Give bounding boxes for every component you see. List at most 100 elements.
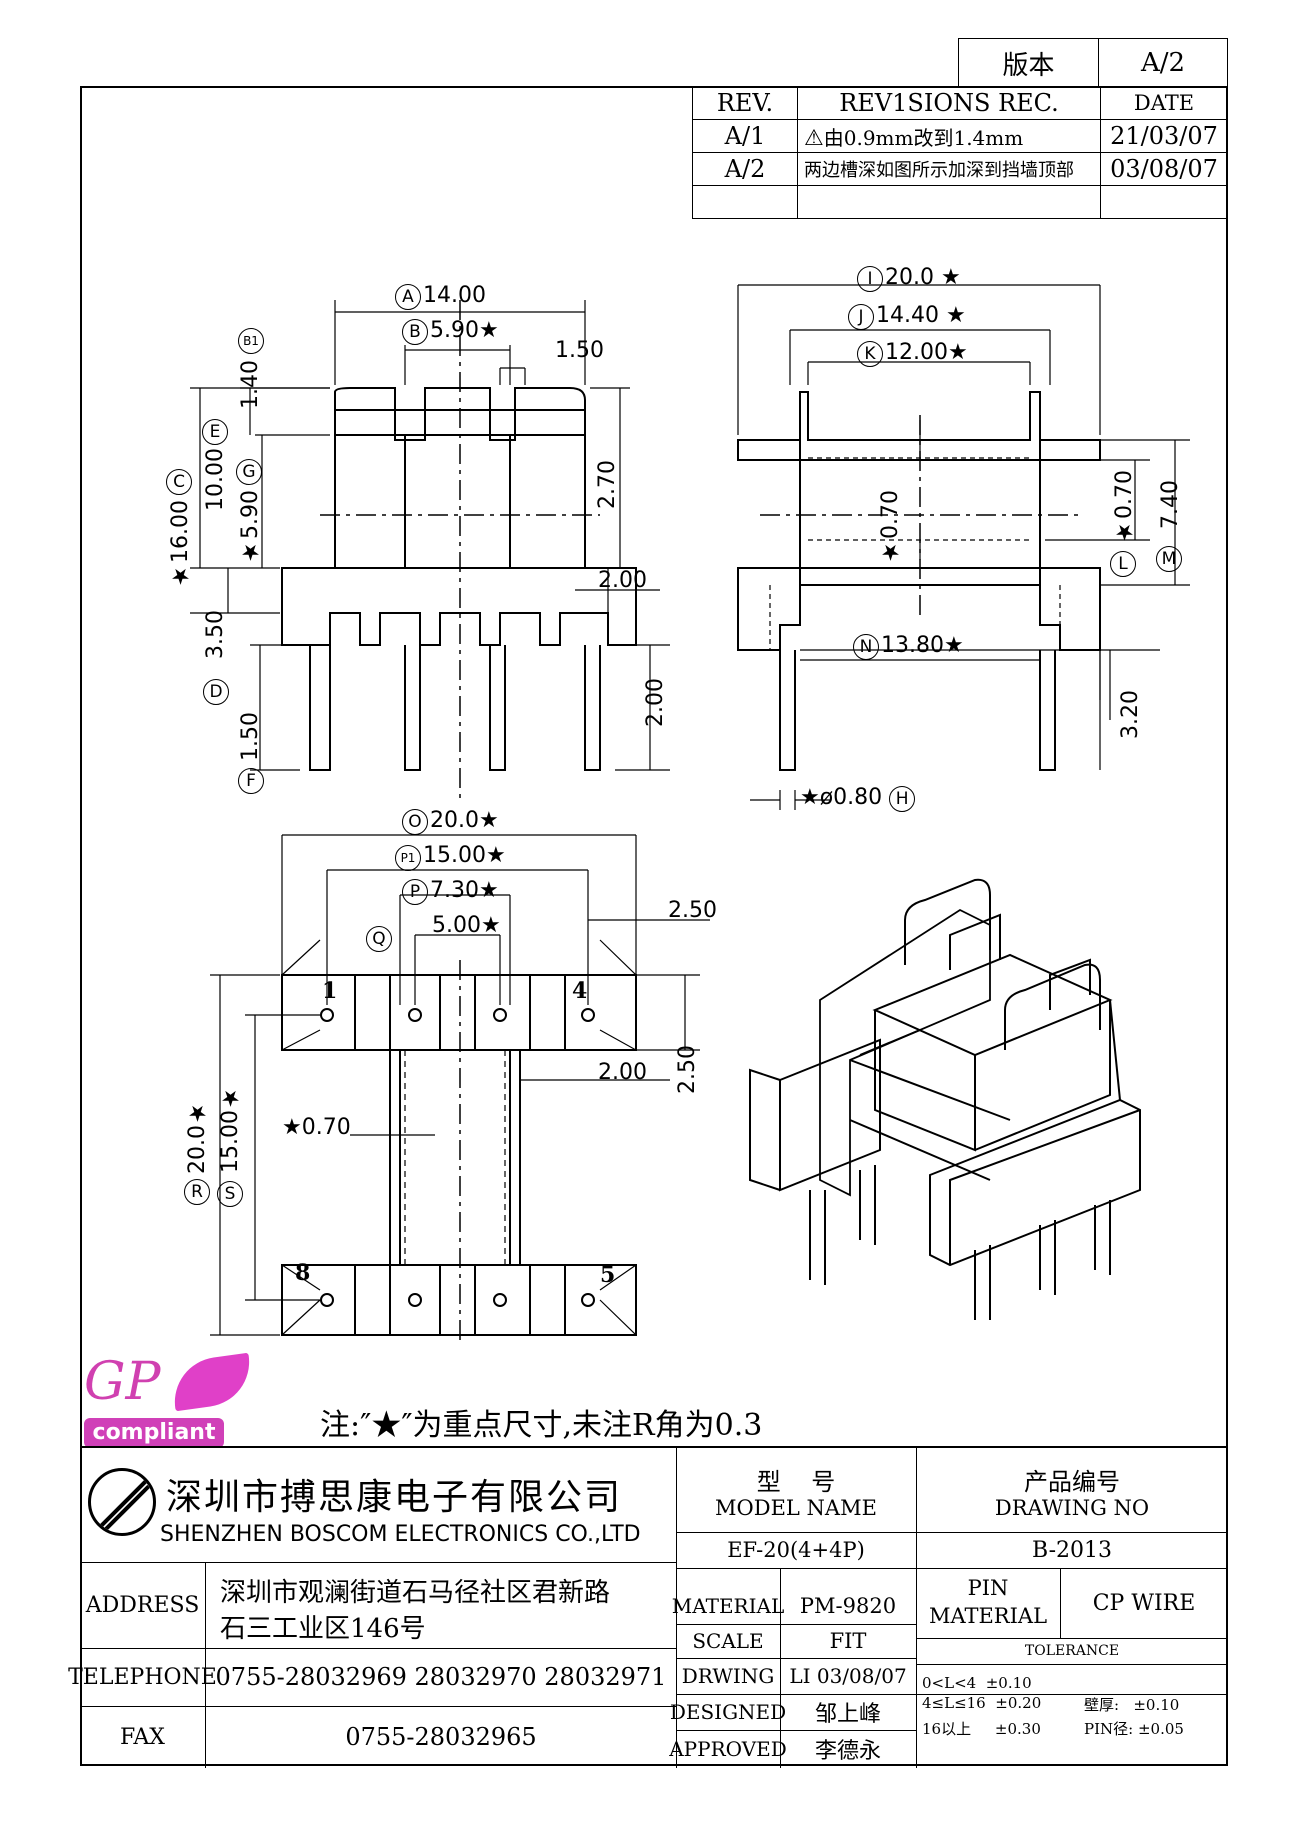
revisions-table: REV. REV1SIONS REC. DATE A/1 ⚠由0.9mm改到1.… (692, 86, 1228, 219)
fax-value: 0755-28032965 (345, 1723, 537, 1751)
dim-320: 3.20 (1118, 690, 1143, 739)
version-label: 版本 (959, 39, 1099, 87)
rev-cell: A/2 (692, 152, 798, 186)
pin-material-value: CP WIRE (1092, 1590, 1196, 1616)
leaf-icon (169, 1352, 255, 1412)
designed-label: DESIGNED (669, 1700, 787, 1724)
label-F: F (238, 767, 266, 794)
address-label: ADDRESS (80, 1562, 206, 1648)
label-Q: Q (366, 925, 394, 952)
company-logo-icon (88, 1468, 156, 1536)
drawing-frame (80, 86, 1228, 1766)
label-S: S (217, 1180, 245, 1207)
dim-200: 2.00 (643, 678, 668, 727)
label-N: N (853, 634, 879, 660)
pin-number: 4 (572, 978, 588, 1004)
dim-h250: 2.50 (675, 1045, 700, 1094)
label-P1: P1 (395, 845, 421, 871)
dim-C: ★16.00 (168, 500, 193, 588)
dim-w200: 2.00 (598, 568, 647, 593)
dim-350: 3.50 (203, 610, 228, 659)
dim-B1: 1.40 (238, 360, 263, 409)
drwing-value: LI 03/08/07 (789, 1664, 907, 1688)
rev-cell: A/1 (692, 119, 798, 153)
label-J: J (848, 304, 874, 330)
label-M: M (1156, 545, 1184, 572)
dim-M: 7.40 (1158, 480, 1183, 529)
telephone-value: 0755-28032969 28032970 28032971 (215, 1663, 667, 1691)
scale-value: FIT (829, 1629, 867, 1653)
tolerance-row3: 16以上 ±0.30 (922, 1720, 1041, 1738)
pin-number: 5 (600, 1262, 616, 1288)
dim-top-slot: 1.50 (555, 338, 604, 363)
rev-cell (692, 185, 798, 219)
model-label-cn: 型 号 (756, 1468, 836, 1496)
dim-Q: 5.00★ (432, 913, 501, 938)
dim-w070: ★0.70 (282, 1115, 351, 1140)
rec-cell: 两边槽深如图所示加深到挡墙顶部 (797, 152, 1101, 186)
pin-material-label1: PIN (967, 1576, 1009, 1600)
company-name-en: SHENZHEN BOSCOM ELECTRONICS CO.,LTD (160, 1522, 641, 1547)
label-K: K (857, 341, 883, 367)
dim-150: 1.50 (238, 712, 263, 761)
tolerance-pin: PIN径: ±0.05 (1084, 1720, 1184, 1738)
label-C: C (166, 468, 194, 495)
gp-logo-text: GP (84, 1352, 161, 1412)
title-block: 深圳市搏思康电子有限公司 SHENZHEN BOSCOM ELECTRONICS… (68, 1446, 1228, 1768)
tolerance-wall: 壁厚: ±0.10 (1084, 1696, 1180, 1714)
date-cell: 21/03/07 (1100, 119, 1228, 153)
label-A: A (395, 284, 421, 310)
pin-number: 8 (295, 1260, 311, 1286)
date-cell: 03/08/07 (1100, 152, 1228, 186)
model-label-en: MODEL NAME (715, 1496, 877, 1520)
label-D: D (203, 678, 231, 705)
label-G: G (236, 458, 264, 485)
dim-H: ★ø0.80 H (800, 785, 917, 812)
isometric-view (749, 878, 1141, 1320)
label-B1: B1 (238, 326, 266, 354)
tolerance-row2: 4≤L≤16 ±0.20 (922, 1694, 1042, 1712)
dim-R: 20.0★ (185, 1100, 210, 1174)
telephone-label: TELEPHONE (68, 1648, 217, 1706)
drwing-label: DRWING (681, 1664, 775, 1688)
dim-E: 10.00 (203, 448, 228, 511)
label-B: B (402, 319, 428, 345)
dim-070a: ★0.70 (878, 490, 903, 564)
dim-S: 15.00★ (218, 1085, 243, 1173)
approved-label: APPROVED (669, 1737, 787, 1761)
drawing-no-label-cn: 产品编号 (1024, 1468, 1120, 1496)
address-line1: 深圳市观澜街道石马径社区君新路 (220, 1578, 611, 1608)
label-I: I (857, 266, 883, 292)
dim-w200: 2.00 (598, 1060, 647, 1085)
pin-number: 1 (322, 978, 338, 1004)
drawing-no-value: B-2013 (1032, 1537, 1112, 1563)
pin-material-label2: MATERIAL (928, 1604, 1048, 1628)
company-name-cn: 深圳市搏思康电子有限公司 (166, 1477, 623, 1518)
address-line2: 石三工业区146号 (220, 1614, 426, 1644)
model-value: EF-20(4+4P) (727, 1538, 865, 1562)
date-cell (1100, 185, 1228, 219)
label-R: R (184, 1178, 212, 1205)
side-view (737, 284, 1190, 810)
rev-header: REV. (692, 86, 798, 120)
compliant-logo-text: compliant (84, 1418, 224, 1448)
gp-compliant-logo: GP compliant (82, 1350, 262, 1450)
tolerance-label: TOLERANCE (1024, 1643, 1120, 1659)
approved-value: 李德永 (814, 1739, 881, 1764)
date-header: DATE (1100, 86, 1228, 120)
material-label: MATERIAL (671, 1594, 785, 1618)
rec-header: REV1SIONS REC. (797, 86, 1101, 120)
label-P: P (402, 879, 428, 905)
version-box: 版本 A/2 (958, 38, 1228, 88)
dim-L: ★0.70 (1112, 470, 1137, 544)
label-H: H (889, 786, 916, 812)
warning-icon: ⚠ (804, 125, 824, 151)
